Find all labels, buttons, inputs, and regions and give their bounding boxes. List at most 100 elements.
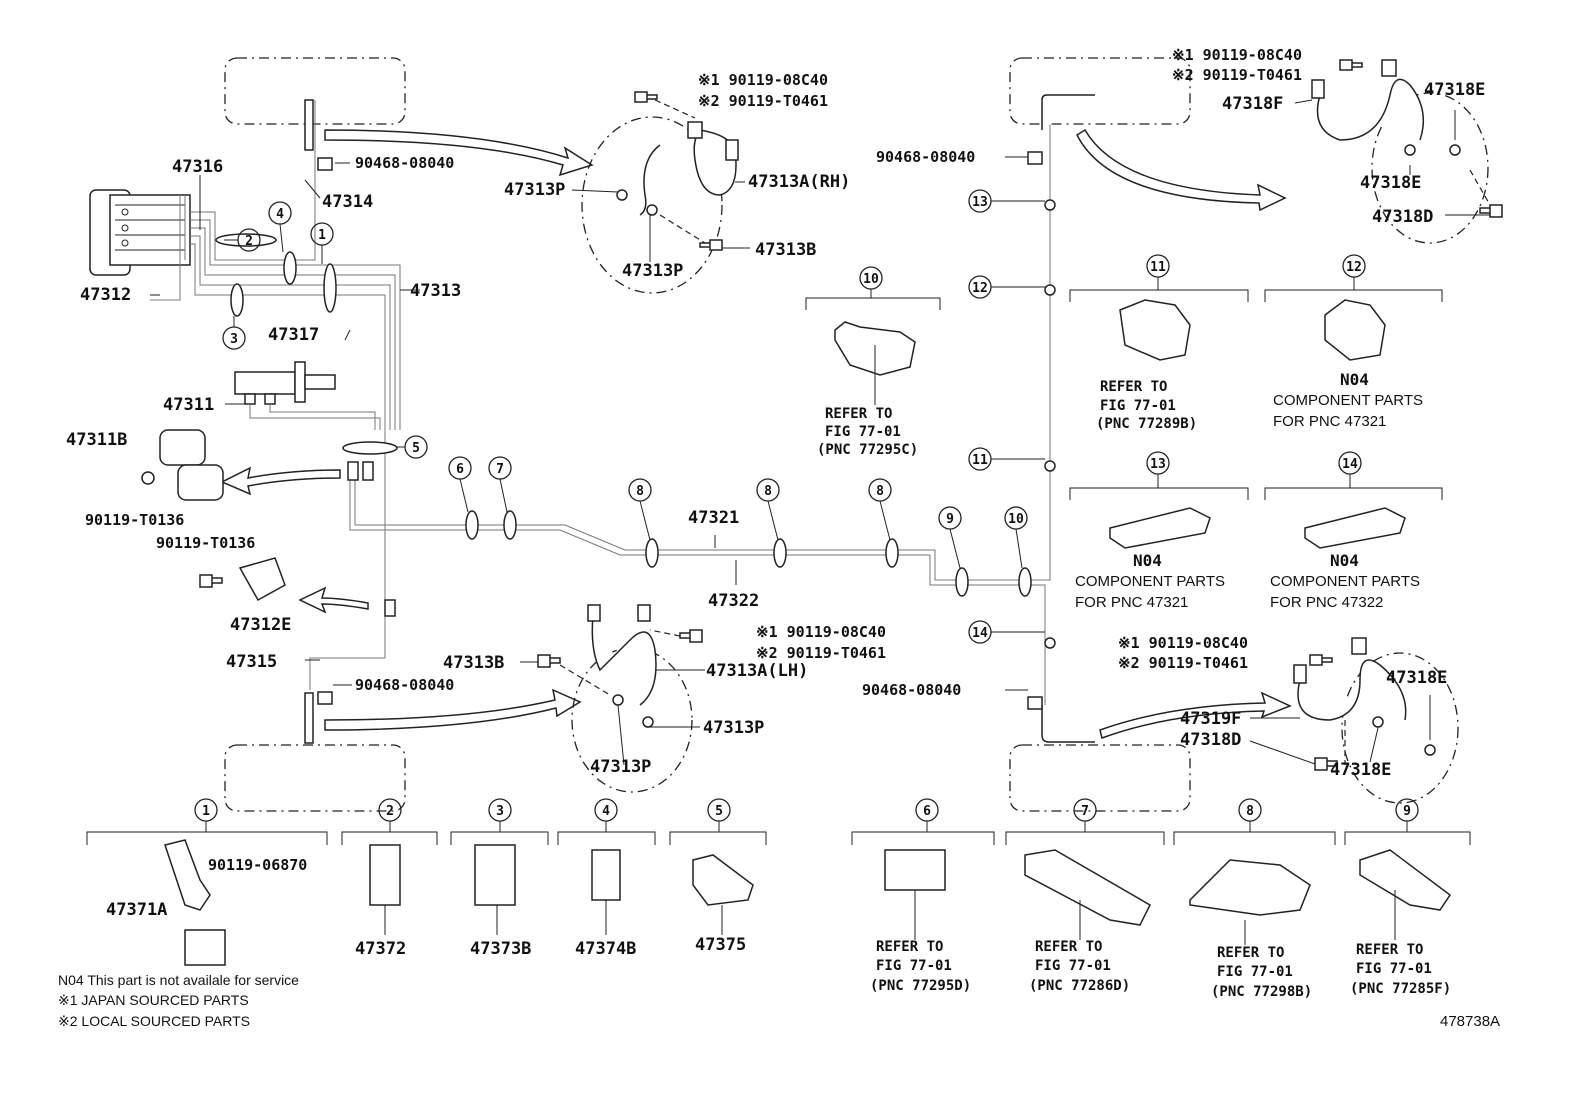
- arrow-to-front-right-hose: [1076, 128, 1287, 212]
- part-label-47313B: 47313B: [755, 240, 816, 260]
- callout-9: 9: [1403, 804, 1411, 819]
- washer-icon: [612, 694, 624, 706]
- callout-4: 4: [602, 804, 610, 819]
- arrow-to-front-left-hose: [324, 129, 594, 177]
- callout-7: 7: [1081, 804, 1089, 819]
- footnote-local-sourced: ※2 LOCAL SOURCED PARTS: [58, 1013, 250, 1029]
- tube-clamps-inline: [215, 199, 1056, 649]
- part-label-47316: 47316: [172, 157, 223, 177]
- footnote-japan-sourced: ※1 JAPAN SOURCED PARTS: [58, 992, 249, 1008]
- footnotes: N04 This part is not availale for servic…: [58, 972, 299, 1029]
- callout-12: 12: [972, 281, 988, 296]
- refer-text: FIG 77-01: [825, 424, 901, 440]
- part-label-47313P: 47313P: [622, 261, 683, 281]
- part-label-90468-08040: 90468-08040: [876, 148, 975, 166]
- callout-3: 3: [496, 804, 504, 819]
- washer-icon: [1424, 744, 1436, 756]
- part-label-47375: 47375: [695, 935, 746, 955]
- label-leaders: [150, 99, 1490, 766]
- detail-circle-front-left: [581, 116, 723, 294]
- part-label-47318D: 47318D: [1372, 207, 1433, 227]
- part-label-47313: 47313: [410, 281, 461, 301]
- part-label-47313P: 47313P: [590, 757, 651, 777]
- callout-5: 5: [715, 804, 723, 819]
- part-label-47313A-RH: 47313A(RH): [748, 172, 850, 192]
- refer-text: REFER TO: [1356, 942, 1423, 958]
- callout-12: 12: [1346, 260, 1362, 275]
- gasket-90468-icons: [317, 151, 1043, 710]
- part-label-j1-bolt: ※1 90119-08C40: [1118, 634, 1248, 652]
- refer-text: FIG 77-01: [1356, 961, 1432, 977]
- part-label-j1-bolt: ※1 90119-08C40: [698, 71, 828, 89]
- bolt-icon: [679, 629, 703, 643]
- arrow-to-rear-right-hose: [1099, 691, 1292, 739]
- callout-14-group: [1264, 451, 1443, 549]
- footnote-n04: N04 This part is not availale for servic…: [58, 972, 299, 988]
- part-label-47319F: 47319F: [1180, 709, 1241, 729]
- bolt-icon: [1479, 204, 1503, 218]
- part-label-90468-08040: 90468-08040: [355, 676, 454, 694]
- callout-8: 8: [764, 484, 772, 499]
- part-label-j2-bolt: ※2 90119-T0461: [1172, 66, 1302, 84]
- callout-2: 2: [245, 234, 253, 249]
- callout-6: 6: [456, 462, 464, 477]
- hose-stub-rear-left: [304, 692, 314, 744]
- refer-text: (PNC 77285F): [1350, 981, 1451, 997]
- part-label-47321: 47321: [688, 508, 739, 528]
- part-label-47373B: 47373B: [470, 939, 531, 959]
- part-label-47311: 47311: [163, 395, 214, 415]
- part-label-47313P: 47313P: [504, 180, 565, 200]
- arrow-to-bracket-47312E: [298, 586, 369, 614]
- part-label-j2-bolt: ※2 90119-T0461: [756, 644, 886, 662]
- clamp-47311B: [141, 429, 224, 501]
- refer-text: REFER TO: [825, 406, 892, 422]
- refer-text: REFER TO: [876, 939, 943, 955]
- note-for-pnc: FOR PNC 47321: [1273, 413, 1386, 430]
- part-number-labels: 47316 47314 47312 47313 47317 47311 4731…: [66, 46, 1485, 959]
- callout-9: 9: [946, 512, 954, 527]
- part-label-47318E: 47318E: [1330, 760, 1391, 780]
- part-label-47314: 47314: [322, 192, 373, 212]
- callout-10: 10: [863, 272, 879, 287]
- callout-6: 6: [923, 804, 931, 819]
- part-label-90119-T0136: 90119-T0136: [85, 511, 184, 529]
- flexible-hose-47319F: [1293, 637, 1407, 721]
- washer-icon: [1449, 144, 1461, 156]
- note-component-parts: COMPONENT PARTS: [1270, 573, 1420, 590]
- callout-13: 13: [972, 195, 988, 210]
- flexible-hose-47318F: [1311, 59, 1425, 141]
- part-label-j2-bolt: ※2 90119-T0461: [1118, 654, 1248, 672]
- refer-text: (PNC 77289B): [1096, 416, 1197, 432]
- bracket-47312E: [199, 557, 286, 602]
- callout-13-group: [1069, 451, 1249, 549]
- callout-10: 10: [1008, 512, 1024, 527]
- callout-11-group: [1069, 254, 1249, 361]
- callout-5: 5: [412, 441, 420, 456]
- callout-11: 11: [972, 453, 988, 468]
- part-label-90468-08040: 90468-08040: [355, 154, 454, 172]
- flexible-hose-47313A-LH: [587, 604, 657, 706]
- brake-actuator-47312: [89, 189, 191, 276]
- bolt-icon: [699, 239, 723, 251]
- callout-number-labels: 1 2 3 4 5 6 7 8 8 8 9 10 13 12 11 14 10 …: [202, 195, 1411, 819]
- part-label-47313P: 47313P: [703, 718, 764, 738]
- part-label-47318E: 47318E: [1424, 80, 1485, 100]
- washer-icon: [642, 716, 654, 728]
- callout-8: 8: [876, 484, 884, 499]
- part-label-47313A-LH: 47313A(LH): [706, 661, 808, 681]
- pipe-end-front-right: [1041, 94, 1095, 130]
- callout-13: 13: [1150, 457, 1166, 472]
- part-label-90119-T0136: 90119-T0136: [156, 534, 255, 552]
- part-label-47372: 47372: [355, 939, 406, 959]
- part-label-47315: 47315: [226, 652, 277, 672]
- part-label-47374B: 47374B: [575, 939, 636, 959]
- part-label-47318E: 47318E: [1386, 668, 1447, 688]
- refer-text: FIG 77-01: [876, 958, 952, 974]
- refer-text: (PNC 77298B): [1211, 984, 1312, 1000]
- flexible-hose-47313A-RH: [639, 121, 739, 216]
- bolt-icon: [634, 91, 658, 103]
- callout-11: 11: [1150, 260, 1166, 275]
- part-label-47312: 47312: [80, 285, 131, 305]
- part-label-j1-bolt: ※1 90119-08C40: [1172, 46, 1302, 64]
